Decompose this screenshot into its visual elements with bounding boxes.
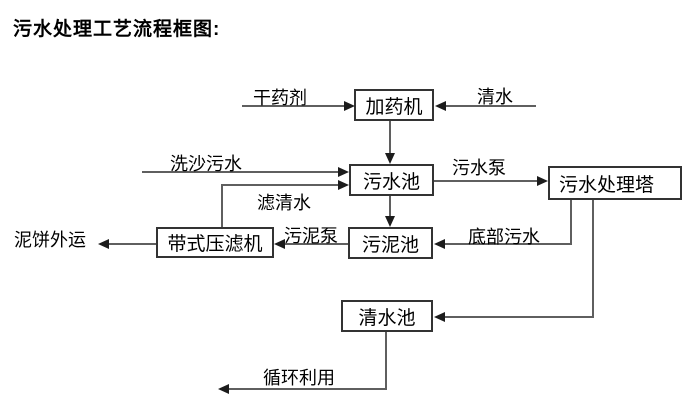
edge-dry-chemical-line	[242, 105, 346, 107]
edge-clean-water-arrowhead-icon	[435, 101, 446, 111]
edge-clean-water-line	[446, 105, 536, 107]
node-treatment-tower: 污水处理塔	[548, 166, 682, 200]
edge-recycle-label: 循环利用	[263, 368, 335, 388]
edge-filtered-water-line-vertical	[221, 185, 223, 227]
edge-sewage-pump-arrowhead-icon	[537, 176, 548, 186]
edge-mud-cake-line	[109, 243, 156, 245]
edge-sludge-pump-arrowhead-icon	[274, 239, 285, 249]
node-sludge-pool: 污泥池	[348, 227, 433, 259]
edge-tower-to-clean-line-vertical	[592, 200, 594, 318]
edge-bottom-sewage-line-horizontal	[445, 243, 572, 245]
edge-sludge-pump-label: 污泥泵	[284, 226, 338, 246]
node-clean-water-pool: 清水池	[341, 300, 433, 332]
edge-sewage-pump-label: 污水泵	[452, 158, 506, 178]
edge-dry-chemical-label: 干药剂	[253, 88, 307, 108]
edge-dosing-to-sewage-line	[389, 121, 391, 155]
edge-dry-chemical-arrowhead-icon	[344, 101, 355, 111]
edge-recycle-line-vertical	[385, 332, 387, 390]
edge-bottom-sewage-line-vertical	[570, 200, 572, 244]
edge-dosing-to-sewage-arrowhead-icon	[385, 153, 395, 164]
edge-filtered-water-arrowhead-icon	[338, 180, 349, 190]
edge-recycle-line-horizontal	[229, 388, 387, 390]
node-sewage-pool: 污水池	[349, 164, 434, 196]
edge-sand-washing-line	[142, 171, 339, 173]
edge-mud-cake-label: 泥饼外运	[14, 230, 86, 250]
edge-tower-to-clean-arrowhead-icon	[434, 312, 445, 322]
edge-sand-washing-label: 洗沙污水	[170, 154, 242, 174]
edge-sewage-to-sludge-arrowhead-icon	[385, 216, 395, 227]
edge-clean-water-label: 清水	[477, 87, 513, 107]
edge-filtered-water-line-horizontal	[221, 184, 339, 186]
page-title: 污水处理工艺流程框图:	[13, 19, 221, 40]
edge-bottom-sewage-label: 底部污水	[468, 227, 540, 247]
edge-mud-cake-arrowhead-icon	[98, 239, 109, 249]
edge-recycle-arrowhead-icon	[218, 384, 229, 394]
edge-sand-washing-arrowhead-icon	[338, 167, 349, 177]
edge-sewage-to-sludge-line	[389, 196, 391, 218]
edge-sludge-pump-line	[285, 243, 348, 245]
edge-bottom-sewage-arrowhead-icon	[434, 239, 445, 249]
edge-filtered-water-label: 滤清水	[257, 193, 311, 213]
edge-sewage-pump-line	[434, 180, 538, 182]
node-dosing-machine: 加药机	[354, 89, 434, 121]
edge-tower-to-clean-line-horizontal	[445, 316, 594, 318]
node-belt-filter-press: 带式压滤机	[156, 227, 274, 258]
